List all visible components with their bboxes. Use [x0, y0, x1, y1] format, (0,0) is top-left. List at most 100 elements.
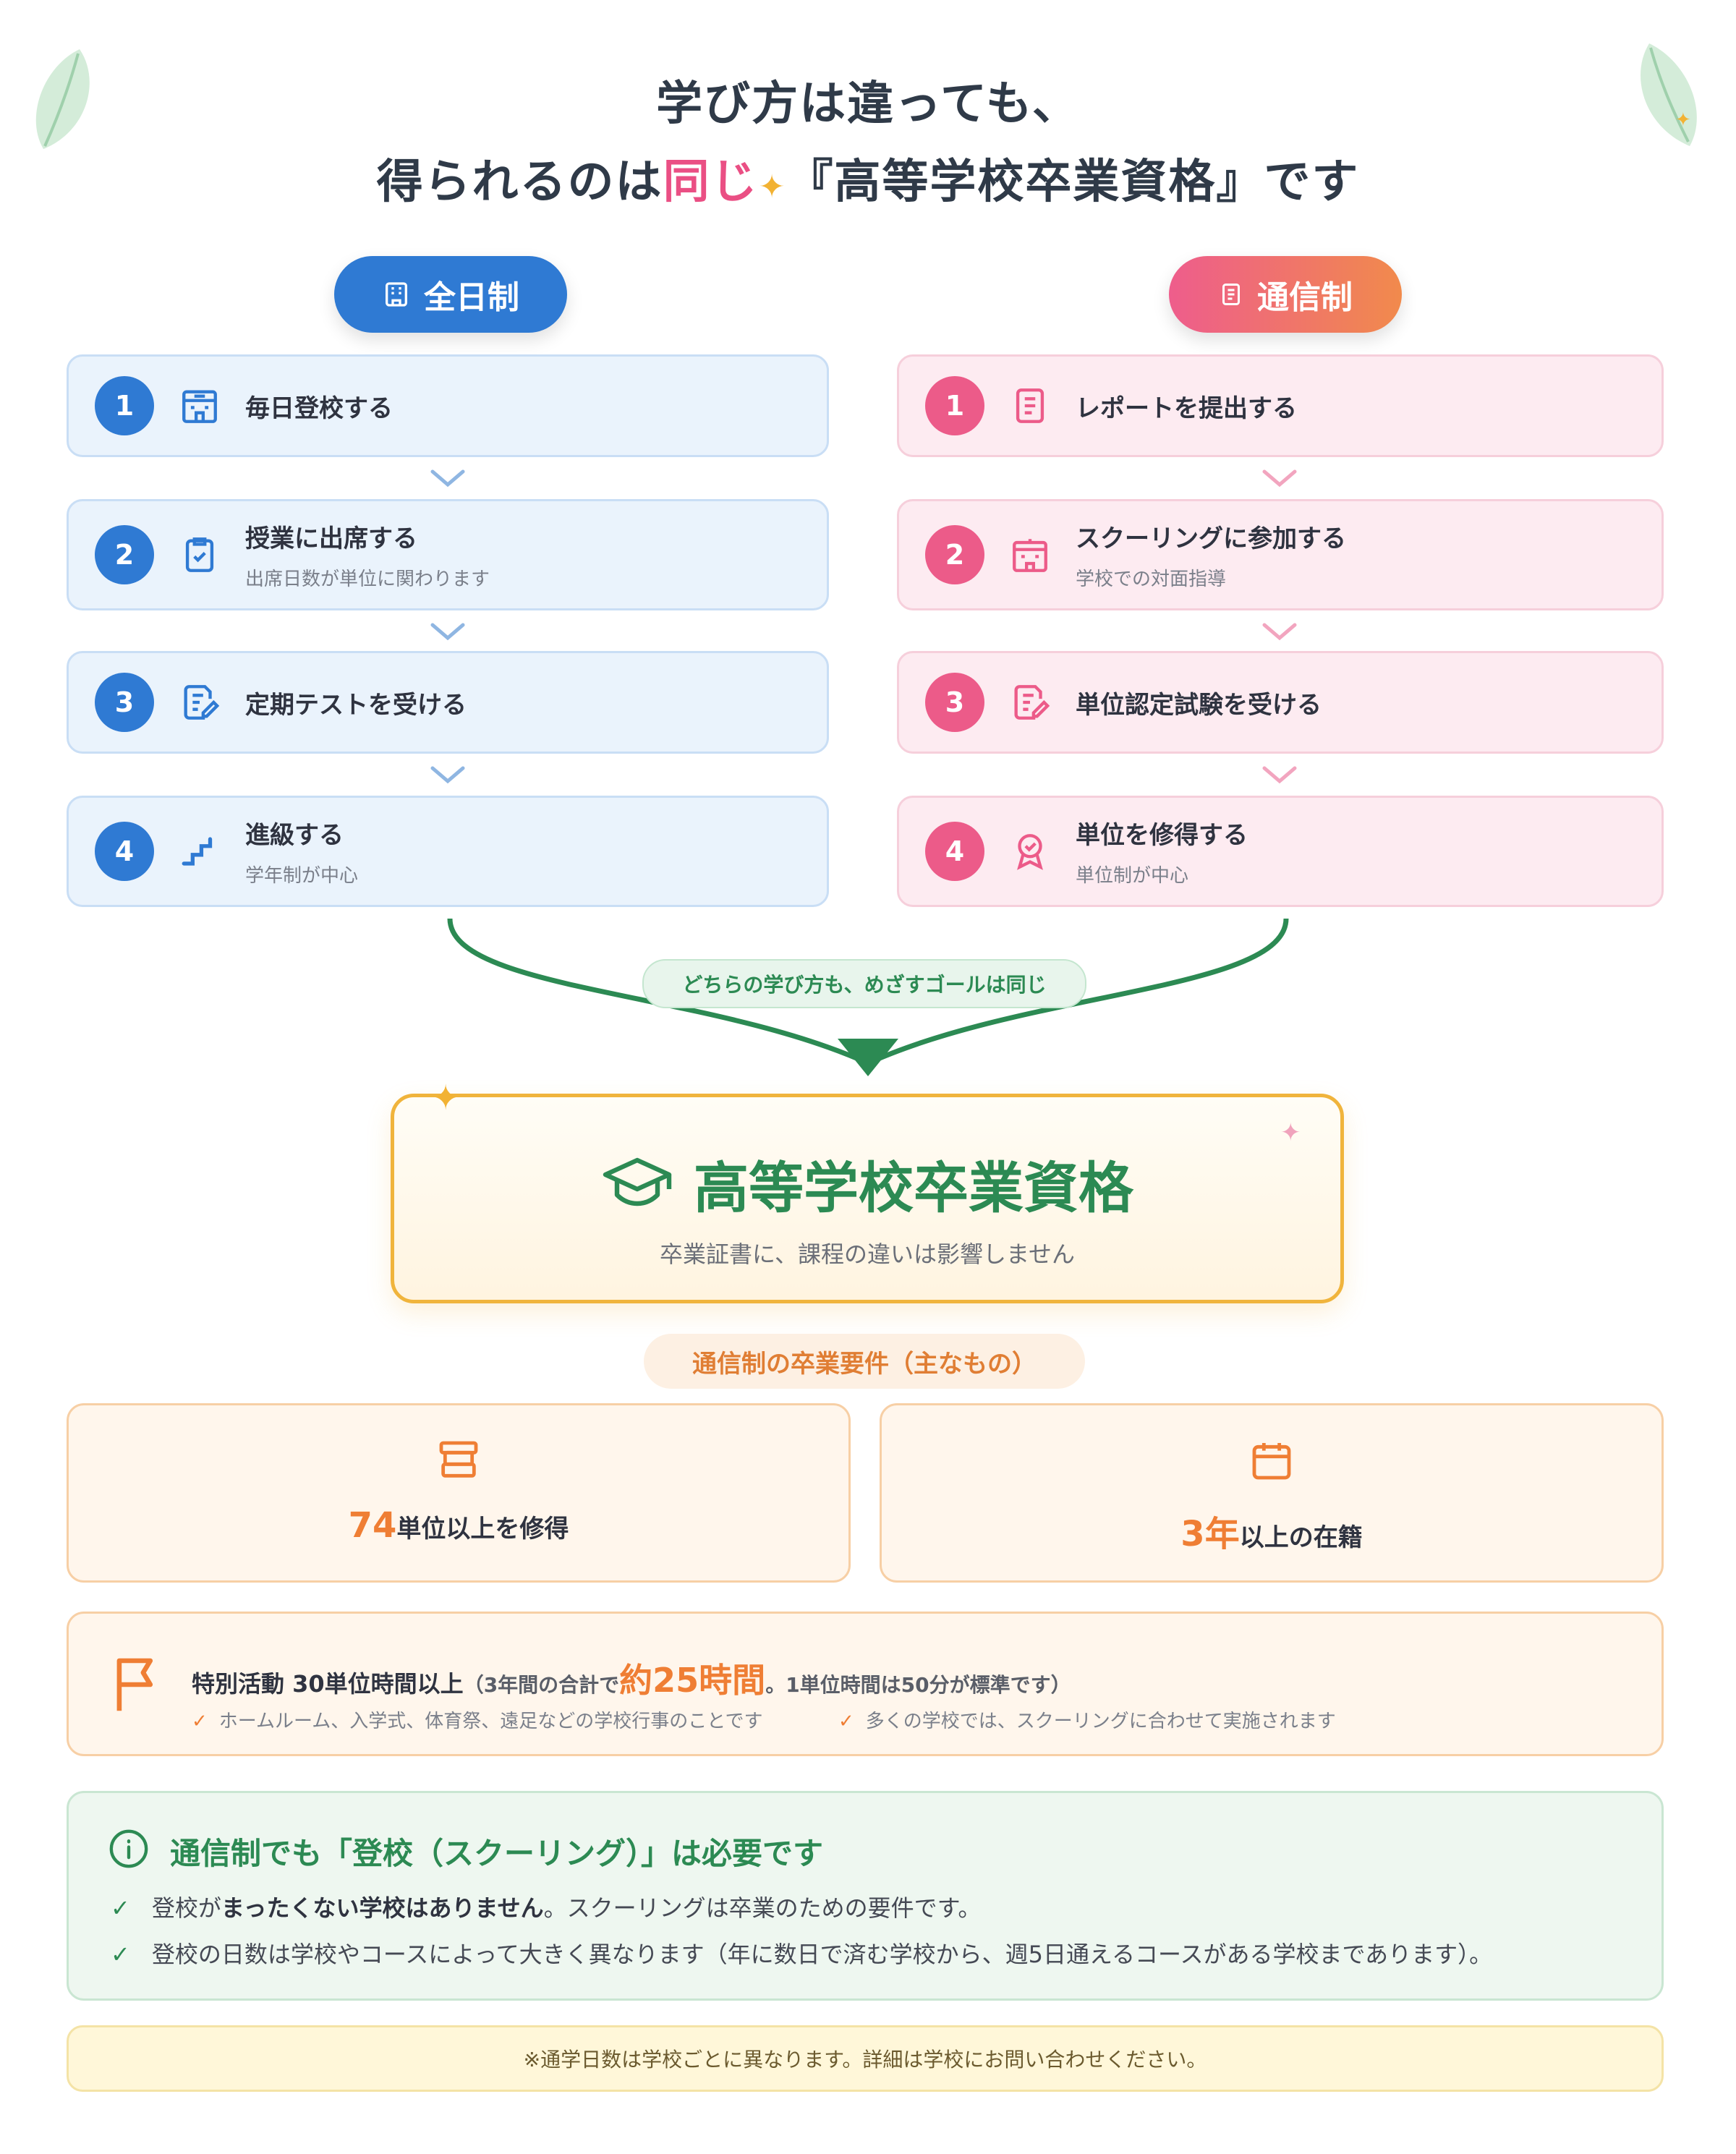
- graduation-cap-icon: [603, 1157, 672, 1206]
- clipboard-check-icon: [185, 537, 214, 572]
- document-icon: [1016, 388, 1044, 423]
- step-subtitle: 単位制が中心: [1076, 865, 1189, 887]
- activity-hours: 約25時間: [619, 1661, 766, 1700]
- test-sheet-edit-icon: [184, 685, 220, 720]
- chevron-down-icon: [430, 623, 465, 641]
- info-row-1-pre: 登校が: [151, 1894, 221, 1922]
- step-subtitle: 学年制が中心: [245, 865, 359, 887]
- title-text-pre: 得られるのは: [376, 156, 663, 209]
- info-row-2: ✓ 登校の日数は学校やコースによって大きく異なります（年に数日で済む学校から、週5…: [111, 1936, 1492, 1970]
- footnote: ※通学日数は学校ごとに異なります。詳細は学校にお問い合わせください。: [67, 2025, 1664, 2092]
- step-subtitle: 学校での対面指導: [1076, 569, 1227, 590]
- activity-paren-post: 。1単位時間は50分が標準です）: [765, 1673, 1071, 1697]
- step-number: 4: [95, 822, 154, 881]
- info-icon: [109, 1829, 148, 1868]
- credits-requirement-card: 74単位以上を修得: [67, 1403, 851, 1583]
- correspondence-step-3: 3 単位認定試験を受ける: [897, 651, 1664, 754]
- document-icon: [1222, 284, 1240, 305]
- correspondence-badge: 通信制: [1169, 256, 1402, 333]
- step-number: 3: [925, 673, 984, 732]
- info-row-2-text: 登校の日数は学校やコースによって大きく異なります（年に数日で済む学校から、週5日…: [151, 1941, 1493, 1968]
- special-activities-title: 特別活動 30単位時間以上（3年間の合計で約25時間。1単位時間は50分が標準で…: [192, 1654, 1071, 1702]
- activity-note-1: ✓ ホームルーム、入学式、体育祭、遠足などの学校行事のことです: [192, 1706, 762, 1733]
- step-title: 進級する: [245, 821, 344, 850]
- enrollment-requirement: 3年以上の在籍: [882, 1505, 1661, 1556]
- school-building-icon: [1013, 539, 1047, 572]
- special-activities-card: 特別活動 30単位時間以上（3年間の合計で約25時間。1単位時間は50分が標準で…: [67, 1612, 1664, 1756]
- full-time-step-3: 3 定期テストを受ける: [67, 651, 829, 754]
- step-title: 毎日登校する: [245, 393, 393, 423]
- step-title: レポートを提出する: [1076, 393, 1297, 423]
- activity-note-1-text: ホームルーム、入学式、体育祭、遠足などの学校行事のことです: [218, 1711, 763, 1732]
- svg-text:✦: ✦: [1675, 109, 1691, 131]
- step-title: 単位認定試験を受ける: [1076, 690, 1322, 720]
- chevron-down-icon: [430, 469, 465, 488]
- flag-icon: [116, 1658, 153, 1711]
- sparkle-icon: ✦: [1280, 1118, 1301, 1147]
- step-number: 2: [925, 525, 984, 584]
- step-title: 定期テストを受ける: [245, 690, 467, 720]
- chevron-down-icon: [1262, 623, 1297, 641]
- step-number: 4: [925, 822, 984, 881]
- diploma-title-row: 高等学校卒業資格: [394, 1144, 1340, 1223]
- step-subtitle: 出席日数が単位に関わります: [245, 569, 490, 590]
- title-highlight: 同じ: [663, 156, 759, 209]
- chevron-down-icon: [430, 766, 465, 784]
- activity-note-2-text: 多くの学校では、スクーリングに合わせて実施されます: [865, 1711, 1336, 1732]
- full-time-step-2: 2 授業に出席する出席日数が単位に関わります: [67, 499, 829, 610]
- check-icon: ✓: [838, 1711, 854, 1732]
- diploma-subtitle: 卒業証書に、課程の違いは影響しません: [659, 1240, 1076, 1268]
- stacked-books-icon: [439, 1441, 478, 1478]
- converging-arrow: [447, 918, 1289, 1076]
- stairs-icon: [182, 837, 213, 866]
- full-time-badge: 全日制: [334, 256, 567, 333]
- full-time-step-4: 4 進級する学年制が中心: [67, 796, 829, 907]
- years-text: 以上の在籍: [1239, 1523, 1363, 1552]
- award-badge-icon: [1017, 834, 1043, 870]
- credits-requirement: 74単位以上を修得: [69, 1505, 848, 1546]
- diploma-card: 高等学校卒業資格 卒業証書に、課程の違いは影響しません: [391, 1094, 1344, 1303]
- check-icon: ✓: [111, 1894, 130, 1922]
- step-number: 1: [925, 376, 984, 435]
- correspondence-step-2: 2 スクーリングに参加する学校での対面指導: [897, 499, 1664, 610]
- check-icon: ✓: [192, 1711, 208, 1732]
- calendar-icon: [1252, 1443, 1291, 1480]
- full-time-label: 全日制: [424, 279, 519, 316]
- info-row-1-bold: まったくない学校はありません: [221, 1894, 544, 1922]
- activity-paren-pre: （3年間の合計で: [463, 1673, 620, 1697]
- info-title: 通信制でも「登校（スクーリング）」は必要です: [170, 1836, 824, 1871]
- requirements-label: 通信制の卒業要件（主なもの）: [644, 1334, 1085, 1389]
- credits-text: 単位以上を修得: [396, 1515, 569, 1544]
- sparkle-icon: ✦: [431, 1078, 461, 1118]
- chevron-down-icon: [1262, 766, 1297, 784]
- info-row-1-post: 。スクーリングは卒業のための要件です。: [543, 1894, 982, 1922]
- correspondence-step-4: 4 単位を修得する単位制が中心: [897, 796, 1664, 907]
- school-icon: [386, 282, 407, 307]
- page-title-line-2: 得られるのは同じ✦『高等学校卒業資格』です: [0, 145, 1736, 211]
- activity-title: 特別活動 30単位時間以上: [192, 1670, 464, 1698]
- step-title: 単位を修得する: [1076, 821, 1248, 850]
- info-row-1: ✓ 登校がまったくない学校はありません。スクーリングは卒業のための要件です。: [111, 1890, 981, 1923]
- enrollment-requirement-card: 3年以上の在籍: [880, 1403, 1664, 1583]
- check-icon: ✓: [111, 1941, 130, 1968]
- step-title: 授業に出席する: [245, 524, 417, 553]
- correspondence-label: 通信制: [1257, 279, 1353, 316]
- full-time-step-1: 1 毎日登校する: [67, 354, 829, 457]
- diploma-title: 高等学校卒業資格: [694, 1156, 1133, 1220]
- step-number: 2: [95, 525, 154, 584]
- credits-number: 74: [348, 1505, 397, 1546]
- years-number: 3年: [1180, 1514, 1240, 1554]
- step-number: 3: [95, 673, 154, 732]
- chevron-down-icon: [1262, 469, 1297, 488]
- page-title-line-1: 学び方は違っても、: [656, 77, 1080, 131]
- test-sheet-edit-icon: [1014, 685, 1050, 720]
- school-building-icon: [182, 390, 217, 423]
- activity-note-2: ✓ 多くの学校では、スクーリングに合わせて実施されます: [838, 1706, 1336, 1733]
- step-title: スクーリングに参加する: [1076, 524, 1346, 553]
- leaf-left-icon: [35, 49, 90, 149]
- sparkle-icon: ✦: [758, 169, 787, 205]
- goal-label: どちらの学び方も、めざすゴールは同じ: [642, 959, 1086, 1008]
- leaf-right-icon: ✦: [1641, 43, 1697, 146]
- correspondence-step-1: 1 レポートを提出する: [897, 354, 1664, 457]
- title-text-post: 『高等学校卒業資格』です: [786, 156, 1360, 209]
